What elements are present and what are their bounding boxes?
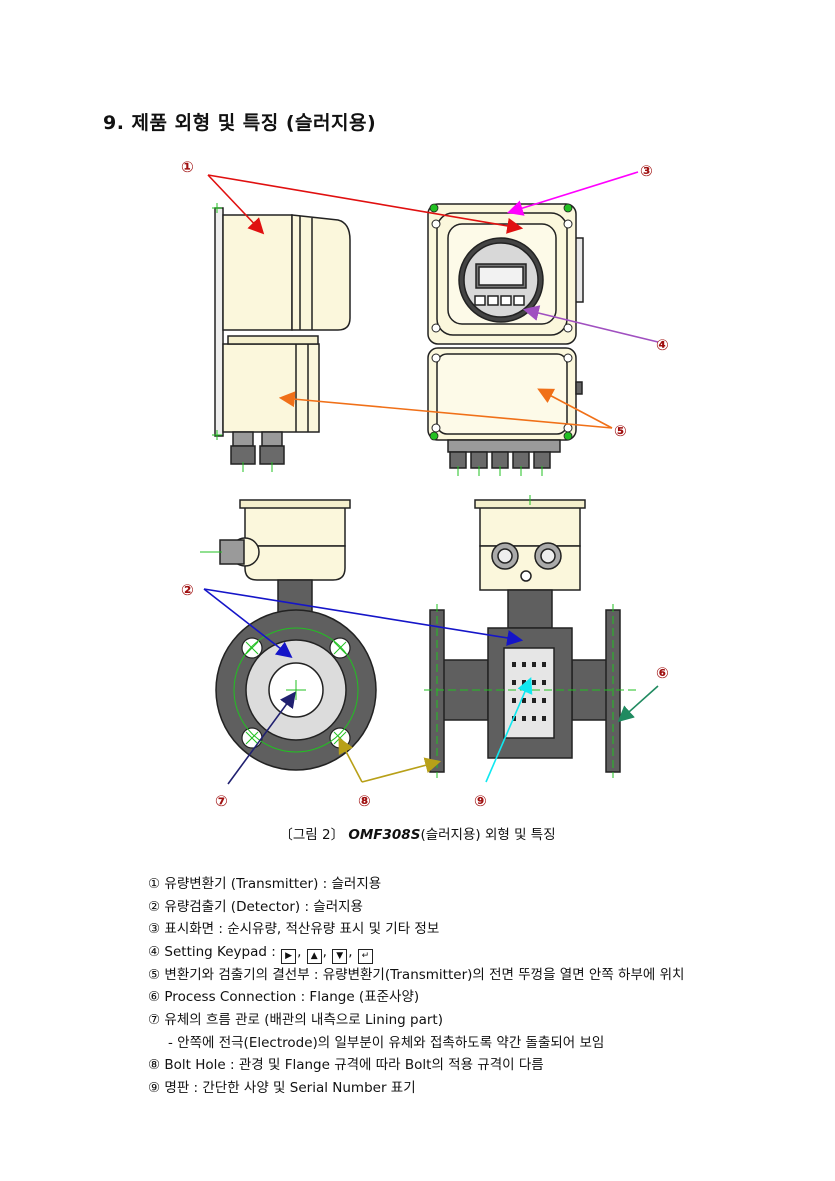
callout-2: ② [181, 581, 194, 599]
detector-end-view [215, 499, 377, 771]
callout-1: ① [181, 158, 194, 176]
transmitter-side-view [214, 207, 351, 465]
caption-prefix: 〔그림 2〕 [279, 827, 345, 843]
down-triangle-icon: ▼ [332, 948, 348, 964]
callout-arrows [203, 171, 659, 785]
figure-caption: 〔그림 2〕 OMF308S(슬러지용) 외형 및 특징 [0, 823, 835, 843]
product-figure: ① ② ③ ④ ⑤ ⑥ ⑦ ⑧ ⑨ [181, 158, 669, 810]
right-arrow-icon: ▶ [281, 948, 297, 964]
transmitter-front-view [427, 203, 584, 469]
callout-6: ⑥ [656, 664, 669, 682]
feature-legend: ① 유량변환기 (Transmitter) : 슬러지용 ② 유량검출기 (De… [148, 873, 828, 1099]
callout-5: ⑤ [614, 422, 627, 440]
section-title: 9. 제품 외형 및 특징 (슬러지용) [103, 112, 377, 134]
caption-suffix: (슬러지용) 외형 및 특징 [420, 827, 556, 843]
legend-item-6: ⑥ Process Connection : Flange (표준사양) [148, 989, 420, 1006]
callout-4: ④ [656, 336, 669, 354]
legend-item-1: ① 유량변환기 (Transmitter) : 슬러지용 [148, 876, 382, 892]
caption-model: OMF308S [348, 827, 421, 843]
legend-item-7-note: - 안쪽에 전극(Electrode)의 일부분이 유체와 접촉하도록 약간 돌… [168, 1034, 605, 1051]
callout-3: ③ [640, 162, 653, 180]
callout-9: ⑨ [474, 792, 487, 810]
legend-item-5: ⑤ 변환기와 검출기의 결선부 : 유량변환기(Transmitter)의 전면… [148, 966, 685, 983]
legend-item-2: ② 유량검출기 (Detector) : 슬러지용 [148, 898, 363, 915]
callout-7: ⑦ [215, 792, 228, 810]
legend-item-9: ⑨ 명판 : 간단한 사양 및 Serial Number 표기 [148, 1079, 416, 1096]
callout-8: ⑧ [358, 792, 371, 810]
legend-item-7: ⑦ 유체의 흐름 관로 (배관의 내측으로 Lining part) [148, 1011, 443, 1028]
legend-item-8: ⑧ Bolt Hole : 관경 및 Flange 규격에 따라 Bolt의 적… [148, 1057, 544, 1074]
legend-item-3: ③ 표시화면 : 순시유량, 적산유량 표시 및 기타 정보 [148, 921, 440, 938]
legend-item-4: ④ Setting Keypad : ▶, ▲, ▼, ↵ [148, 941, 828, 964]
up-triangle-icon: ▲ [306, 948, 322, 964]
detector-side-view [429, 499, 621, 773]
callout-numbers: ① ② ③ ④ ⑤ ⑥ ⑦ ⑧ ⑨ [181, 158, 669, 810]
enter-icon: ↵ [357, 948, 373, 964]
